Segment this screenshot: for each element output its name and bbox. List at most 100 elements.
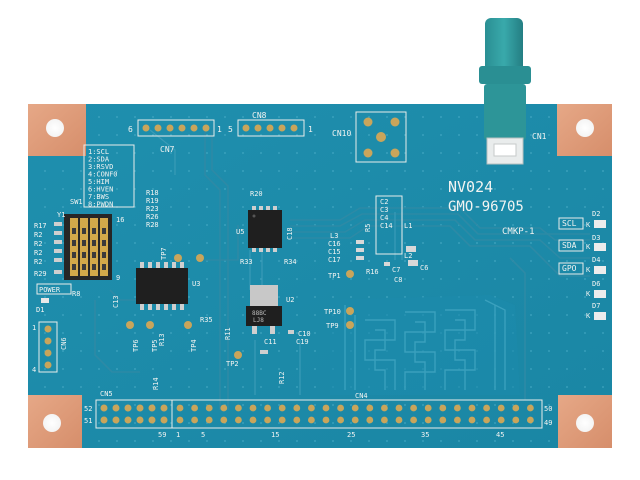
r12-label: R12 [278, 371, 286, 384]
c11-label: C11 [264, 338, 277, 346]
c13-label: C13 [112, 295, 120, 308]
r5-label: R5 [364, 224, 372, 232]
r13-label: R13 [158, 333, 166, 346]
cn4-pin-pad [220, 404, 228, 412]
dip-switch-sw1: 16 9 [64, 214, 124, 282]
cn4-pin-pad [424, 416, 432, 424]
switch-legend: 1:SCL 2:SDA 3:RSVD 4:CONF0 5:HIM 6:HVEN … [83, 144, 135, 209]
sw1-pin-label: 16 [116, 216, 124, 224]
k-mark: K [586, 290, 591, 298]
cn4-pin-pad [191, 416, 199, 424]
cn7-pin-last: 1 [217, 125, 222, 134]
k-mark: K [586, 243, 591, 251]
cn4-pin-pad [410, 416, 417, 424]
smd-resistor-column-left [54, 222, 62, 274]
capacitor-label: C8 [394, 276, 402, 284]
cn4-pin-pad [454, 416, 461, 424]
led-label: D2 [592, 210, 600, 218]
cn4-pin-pad [337, 404, 344, 412]
ic-u5: R20 U5 R33 R34 C18 [236, 190, 297, 266]
cn6-pin-label: 4 [32, 366, 36, 374]
k-mark: K [586, 221, 591, 229]
cn4-pin-pad [483, 404, 490, 412]
cn4-pin-pad [264, 416, 271, 424]
switch-legend-line: 1:SCL [88, 148, 109, 156]
cn4-pin-label: 25 [347, 431, 355, 439]
y1-label: Y1 [57, 211, 65, 219]
switch-legend-line: 7:BWS [88, 193, 109, 201]
capacitor-label: C6 [420, 264, 428, 272]
cn8-pin-first: 5 [228, 125, 233, 134]
resistor-label: R29 [34, 270, 47, 278]
cn4-pin-pad [322, 416, 330, 424]
mounting-pad-top-right [557, 104, 612, 156]
led-label: D3 [592, 234, 600, 242]
cn4-pin-pad [395, 404, 403, 412]
scl-label: SCL [562, 219, 577, 228]
cn4-label: CN4 [355, 392, 368, 400]
led-label: D6 [592, 280, 600, 288]
u2-marking: LJ8 [253, 317, 264, 324]
capacitor-label: C4 [380, 214, 388, 222]
cn5-label: CN5 [100, 390, 113, 398]
k-mark: K [586, 266, 591, 274]
passives-right: C2 C3 C4 C14 L1 L2 L3 C16 C15 C17 C7 C6 … [324, 195, 428, 330]
inductor-label: L1 [404, 222, 412, 230]
cn4-pin-pad [439, 416, 447, 424]
cn4-pin-pad [205, 404, 213, 412]
capacitor-label: C15 [328, 248, 341, 256]
cn4-pin-pad [381, 404, 388, 412]
test-points-left: TP7 TP6 TP5 TP4 R35 R13 [126, 247, 213, 352]
header-cn4: CN4 1 5 15 25 35 45 49 50 [171, 392, 552, 439]
switch-legend-line: 4:CONF0 [88, 171, 118, 179]
sda-label: SDA [562, 241, 577, 250]
c10-label: C10 [298, 330, 311, 338]
cn4-pin-pad [205, 416, 213, 424]
cn4-pin-pad [249, 416, 257, 424]
capacitor-label: C14 [380, 222, 393, 230]
cn4-pin-pad [176, 404, 184, 412]
resistor-label: R2 [34, 249, 42, 257]
cn4-pin-label: 1 [176, 431, 180, 439]
resistor-label: R2 [34, 231, 42, 239]
power-label: POWER [39, 286, 61, 294]
cn1-label: CN1 [532, 132, 547, 141]
resistor-label: R2 [34, 258, 42, 266]
cn4-pin-pad [264, 404, 271, 412]
capacitor-label: C3 [380, 206, 388, 214]
r14-label: R14 [152, 377, 160, 390]
cn4-pin-pad [468, 416, 476, 424]
ic-u2: 88BC LJ8 U2 [246, 285, 294, 334]
cn4-pin-pad [527, 404, 534, 412]
tp10-label: TP10 [324, 308, 341, 316]
tp-label: TP7 [160, 247, 168, 260]
header-cn6: 1 4 CN6 [32, 321, 68, 374]
resistor-label: R28 [146, 221, 159, 229]
switch-legend-line: 3:RSVD [88, 163, 113, 171]
r16-label: R16 [366, 268, 379, 276]
c18-label: C18 [286, 227, 294, 240]
inductor-label: L3 [330, 232, 338, 240]
k-mark: K [586, 312, 591, 320]
cn4-pin-pad [454, 404, 461, 412]
sw1-pin-label: 9 [116, 274, 120, 282]
connector-cn10: CN10 [332, 111, 407, 163]
r8-label: R8 [72, 290, 80, 298]
cn4-pin-pad [249, 404, 257, 412]
cn4-pin-pad [322, 404, 330, 412]
cn6-label: CN6 [60, 337, 68, 350]
cn4-pin-label: 45 [496, 431, 504, 439]
cn4-pin-label: 5 [201, 431, 205, 439]
cn4-pin-pad [293, 416, 301, 424]
u5-label: U5 [236, 228, 244, 236]
switch-legend-line: 2:SDA [88, 156, 110, 164]
board-model: GMO-96705 [448, 199, 524, 215]
gpo-label: GPO [562, 264, 577, 273]
cn5-pin-label: 52 [84, 405, 92, 413]
inductor-label: L2 [404, 252, 412, 260]
cn4-pin-pad [439, 404, 447, 412]
cn4-pin-pad [468, 404, 476, 412]
cn4-pin-pad [278, 416, 286, 424]
cn8-label: CN8 [252, 111, 267, 120]
cn7-pin-first: 6 [128, 125, 133, 134]
